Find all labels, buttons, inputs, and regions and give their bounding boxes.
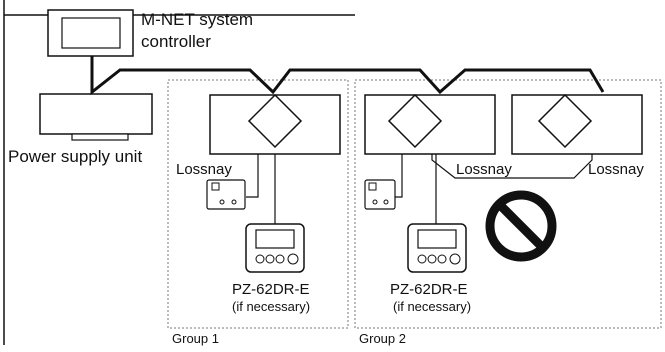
group1-lossnay-label: Lossnay xyxy=(176,161,232,178)
group2-indoor-unit-2 xyxy=(511,93,643,155)
small-sensor-box-icon xyxy=(206,179,246,210)
diamond-indoor-unit-icon xyxy=(537,93,593,149)
group2-lossnay-label-2: Lossnay xyxy=(588,161,644,178)
group-1-label: Group 1 xyxy=(172,331,219,346)
group1-indoor-unit xyxy=(209,93,341,155)
power-supply-unit-label: Power supply unit xyxy=(8,147,142,166)
group-2-label: Group 2 xyxy=(359,331,406,346)
group1-if-necessary-label: (if necessary) xyxy=(232,299,310,314)
group1-remote-model-label: PZ-62DR-E xyxy=(232,281,310,298)
group2-if-necessary-label: (if necessary) xyxy=(393,299,471,314)
system-controller-device xyxy=(47,9,134,57)
small-sensor-box-icon xyxy=(364,179,396,210)
system-controller-label-line2: controller xyxy=(141,32,211,51)
group2-lossnay-link-wire xyxy=(431,154,593,179)
group2-sensor-wire xyxy=(395,154,403,198)
power-supply-unit-device xyxy=(39,93,153,141)
group-2-box xyxy=(354,79,662,329)
group1-sensor-wire xyxy=(246,154,259,198)
mnet-transmission-line xyxy=(90,56,605,96)
group2-lossnay-label-1: Lossnay xyxy=(456,161,512,178)
group-1-box xyxy=(167,79,349,329)
diamond-indoor-unit-icon xyxy=(387,93,443,149)
prohibition-icon xyxy=(485,190,557,262)
group1-remote-controller xyxy=(245,223,305,273)
system-controller-label-line1: M-NET system xyxy=(141,10,253,29)
group2-indoor-unit-1 xyxy=(364,93,496,155)
group2-remote-model-label: PZ-62DR-E xyxy=(390,281,468,298)
group2-remote-controller xyxy=(407,223,467,273)
diamond-indoor-unit-icon xyxy=(247,93,303,149)
